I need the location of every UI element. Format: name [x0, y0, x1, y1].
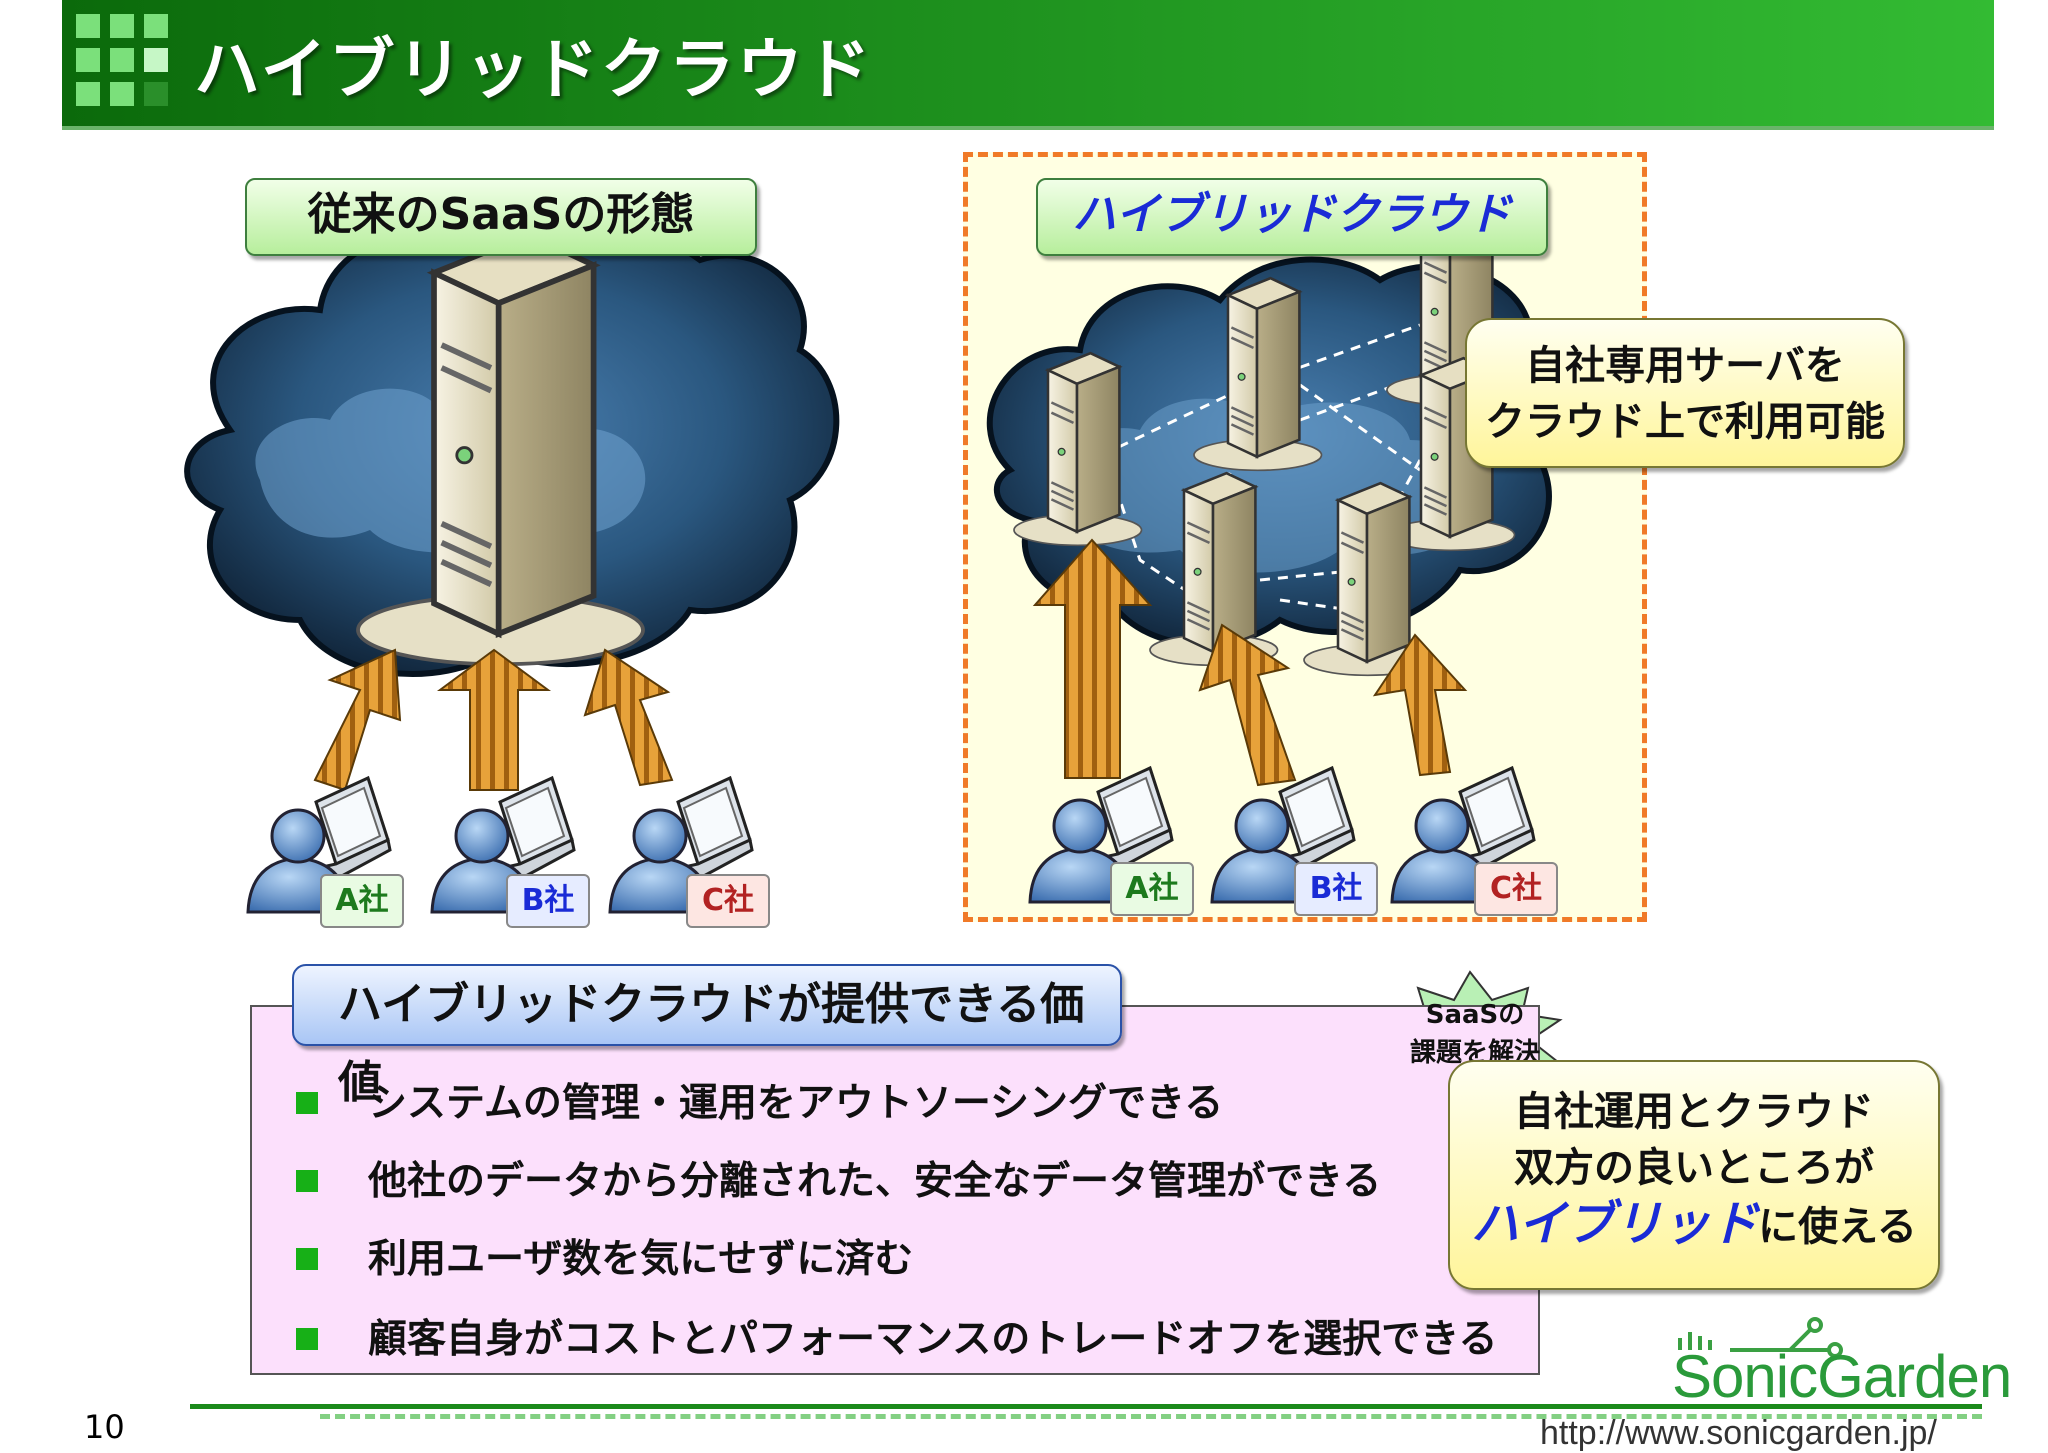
list-item-text: システムの管理・運用をアウトソーシングできる: [368, 1081, 1224, 1126]
benefit-highlight: ハイブリッド: [1471, 1196, 1759, 1252]
company-tag-left-a: A社: [320, 874, 404, 928]
logo-grid-icon: [76, 14, 168, 106]
value-section-title: ハイブリッドクラウドが提供できる価値: [292, 964, 1122, 1108]
company-tag-left-b: B社: [506, 874, 590, 928]
brand-name: SonicGarden: [1672, 1343, 2012, 1410]
callout-line-1: 自社専用サーバを: [1525, 343, 1845, 389]
list-item: システムの管理・運用をアウトソーシングできる: [296, 1074, 1223, 1134]
arrow-icon-left-c: [583, 648, 674, 787]
benefit-line-3: ハイブリッドに使える: [1450, 1196, 1938, 1255]
company-tag-left-c: C社: [686, 874, 770, 928]
company-tag-right-b: B社: [1294, 862, 1378, 916]
header-bar: ハイブリッドクラウド: [62, 0, 1994, 130]
bullet-square-icon: [296, 1091, 318, 1114]
starburst-line-1: SaaSの: [1425, 1000, 1525, 1030]
page-number: 10: [84, 1408, 125, 1446]
list-item-text: 他社のデータから分離された、安全なデータ管理ができる: [368, 1159, 1382, 1204]
right-panel-label: ハイブリッドクラウド: [1036, 178, 1548, 256]
value-panel: [250, 1005, 1540, 1375]
company-tag-right-c: C社: [1474, 862, 1558, 916]
arrow-icon-left-b: [436, 648, 552, 791]
arrow-icon-right-c: [1372, 633, 1468, 777]
bullet-square-icon: [296, 1327, 318, 1350]
list-item-text: 顧客自身がコストとパフォーマンスのトレードオフを選択できる: [368, 1317, 1498, 1362]
list-item: 他社のデータから分離された、安全なデータ管理ができる: [296, 1152, 1381, 1212]
footer-dashed-divider: [320, 1414, 1982, 1419]
callout-line-2: クラウド上で利用可能: [1485, 399, 1885, 445]
footer-url[interactable]: http://www.sonicgarden.jp/: [1540, 1414, 1937, 1452]
arrow-icon-right-b: [1198, 623, 1297, 787]
arrow-icon-right-a: [1032, 538, 1153, 779]
arrow-icon-left-a: [313, 648, 402, 792]
benefit-line-3-rest: に使える: [1758, 1204, 1917, 1250]
benefit-line-2: 双方の良いところが: [1514, 1145, 1874, 1191]
list-item-text: 利用ユーザ数を気にせずに済む: [368, 1237, 914, 1282]
list-item: 顧客自身がコストとパフォーマンスのトレードオフを選択できる: [296, 1310, 1497, 1370]
footer-divider: [190, 1404, 1982, 1409]
benefit-callout: 自社運用とクラウド 双方の良いところが ハイブリッドに使える: [1448, 1060, 1940, 1290]
benefit-line-1: 自社運用とクラウド: [1514, 1089, 1874, 1135]
bullet-square-icon: [296, 1247, 318, 1270]
brand-logo-icon: [1678, 1317, 1843, 1358]
dedicated-server-callout: 自社専用サーバを クラウド上で利用可能: [1465, 318, 1905, 468]
left-panel-label: 従来のSaaSの形態: [245, 178, 757, 256]
company-tag-right-a: A社: [1110, 862, 1194, 916]
page-title: ハイブリッドクラウド: [194, 31, 873, 108]
bullet-square-icon: [296, 1169, 318, 1192]
list-item: 利用ユーザ数を気にせずに済む: [296, 1230, 913, 1290]
